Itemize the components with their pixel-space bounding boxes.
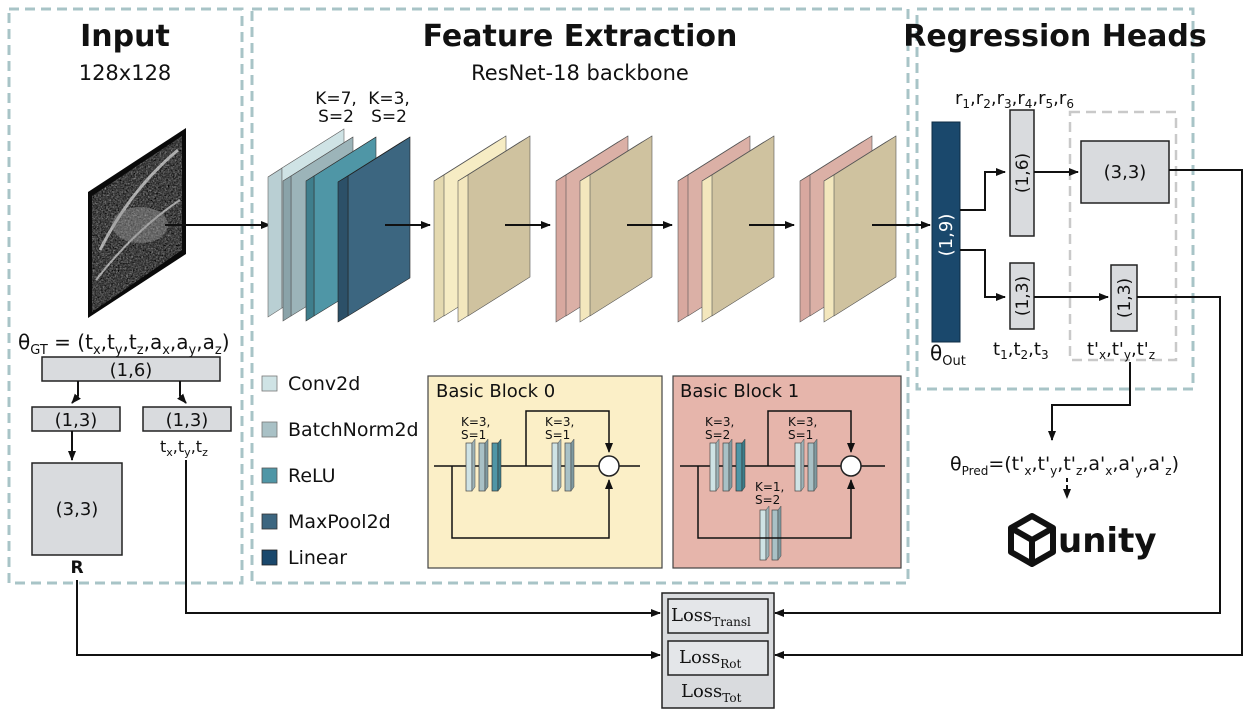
svg-text:θGT = (tx,ty,tz,ax,ay,az): θGT = (tx,ty,tz,ax,ay,az) — [18, 330, 230, 358]
gt-rotation-box-label: (1,3) — [55, 410, 98, 431]
layer3-feature-maps — [677, 135, 775, 323]
input-subtitle: 128x128 — [79, 61, 172, 85]
loss-rotation-box — [667, 640, 769, 676]
r-label: R — [70, 558, 83, 578]
legend-swatch-relu — [261, 467, 278, 484]
bb1-k3: K=1, — [755, 480, 784, 494]
s2-label-a: S=2 — [318, 107, 354, 127]
k7-label: K=7, — [315, 89, 357, 109]
theta-gt-label: θGT = (tx,ty,tz,ax,ay,az) — [18, 330, 230, 358]
unity-wordmark: unity — [1058, 521, 1156, 561]
bb0-s2: S=1 — [545, 428, 570, 442]
gt-vector-box — [41, 356, 221, 382]
orthonormalization-box — [1068, 110, 1178, 362]
t-prime-vector-label: t'x,t'y,t'z — [1087, 339, 1155, 362]
gt-translation-box — [142, 406, 232, 432]
translation-head-label: (1,3) — [1013, 276, 1033, 316]
bb0-k2: K=3, — [545, 415, 574, 429]
regression-heads-title: Regression Heads — [903, 19, 1207, 54]
theta-pred-label: θPred=(t'x,t'y,t'z,a'x,a'y,a'z) — [950, 453, 1179, 478]
bb1-s2: S=1 — [788, 428, 813, 442]
legend-conv2d: Conv2d — [288, 373, 360, 395]
bb1-k2: K=3, — [788, 415, 817, 429]
input-title: Input — [80, 19, 170, 54]
loss-translation-label: LossTransl — [671, 605, 751, 629]
linear-output-layer — [931, 121, 961, 343]
legend: Conv2d BatchNorm2d ReLU MaxPool2d Linear — [261, 373, 419, 569]
loss-rotation-label: LossRot — [679, 647, 742, 671]
feature-extraction-subtitle: ResNet-18 backbone — [471, 61, 689, 85]
gt-vector-box-label: (1,6) — [110, 360, 153, 381]
regression-heads-panel — [915, 7, 1195, 391]
legend-relu: ReLU — [288, 465, 336, 487]
layer2-feature-maps — [555, 135, 653, 323]
gt-rotation-matrix-box — [31, 462, 123, 556]
unity-cube-icon — [1008, 513, 1056, 567]
feature-extraction-title: Feature Extraction — [423, 19, 738, 54]
gt-translation-box-label: (1,3) — [166, 410, 209, 431]
ultrasound-image — [88, 128, 186, 318]
translation-to-loss-arrow — [774, 296, 1221, 617]
loss-total-label: LossTot — [681, 681, 742, 705]
basic-block-1-title: Basic Block 1 — [680, 381, 799, 402]
layer4-feature-maps — [799, 135, 897, 323]
basic-block-0: Basic Block 0 K=3, S=1 K=3, S=1 — [427, 375, 663, 569]
translation-output-label: (1,3) — [1115, 278, 1135, 318]
t-vector-label: t1,t2,t3 — [993, 339, 1049, 362]
unity-logo: unity — [1008, 513, 1156, 567]
bb1-s1: S=2 — [705, 428, 730, 442]
bb0-s1: S=1 — [461, 428, 486, 442]
rotation-to-loss-arrow — [774, 169, 1243, 659]
loss-group: LossTransl LossRot LossTot — [661, 592, 775, 709]
gt-translation-label: tx,ty,tz — [160, 437, 208, 459]
legend-swatch-maxpool — [261, 513, 278, 530]
layer1-feature-maps — [433, 135, 531, 323]
bb0-k1: K=3, — [461, 415, 490, 429]
legend-linear: Linear — [288, 547, 347, 569]
stem-maxpool — [337, 136, 411, 323]
k3-label: K=3, — [368, 89, 410, 109]
rotation-head-box — [1009, 109, 1035, 237]
input-panel — [7, 7, 244, 585]
feature-extraction-panel — [250, 7, 910, 585]
stem-layers — [267, 128, 411, 323]
gt-translation-to-loss-arrow — [185, 460, 661, 617]
legend-swatch-linear — [261, 549, 278, 566]
legend-swatch-batchnorm — [261, 421, 278, 438]
gt-rotation-box — [31, 406, 121, 432]
legend-batchnorm: BatchNorm2d — [288, 419, 419, 441]
rotation-matrix-label: (3,3) — [1104, 162, 1147, 183]
legend-maxpool: MaxPool2d — [288, 511, 391, 533]
r-vector-label: r1,r2,r3,r4,r5,r6 — [955, 88, 1074, 111]
basic-block-0-title: Basic Block 0 — [436, 381, 555, 402]
to-prediction-arrow — [1048, 362, 1131, 441]
theta-out-label: θOut — [930, 341, 966, 369]
loss-translation-box — [667, 598, 769, 634]
s2-label-b: S=2 — [371, 107, 407, 127]
linear-output-label: (1,9) — [936, 214, 957, 257]
rotation-head-label: (1,6) — [1013, 153, 1033, 193]
bb1-k1: K=3, — [705, 415, 734, 429]
bb1-s3: S=2 — [755, 493, 780, 507]
gt-rotation-matrix-label: (3,3) — [56, 499, 99, 520]
translation-head-box — [1009, 262, 1035, 330]
gt-rotation-to-loss-arrow — [76, 580, 661, 659]
rotation-matrix-box — [1080, 140, 1170, 204]
legend-swatch-conv2d — [261, 375, 278, 392]
basic-block-1: Basic Block 1 K=3, S=2 K=3, S=1 K=1, S=2 — [672, 375, 902, 569]
